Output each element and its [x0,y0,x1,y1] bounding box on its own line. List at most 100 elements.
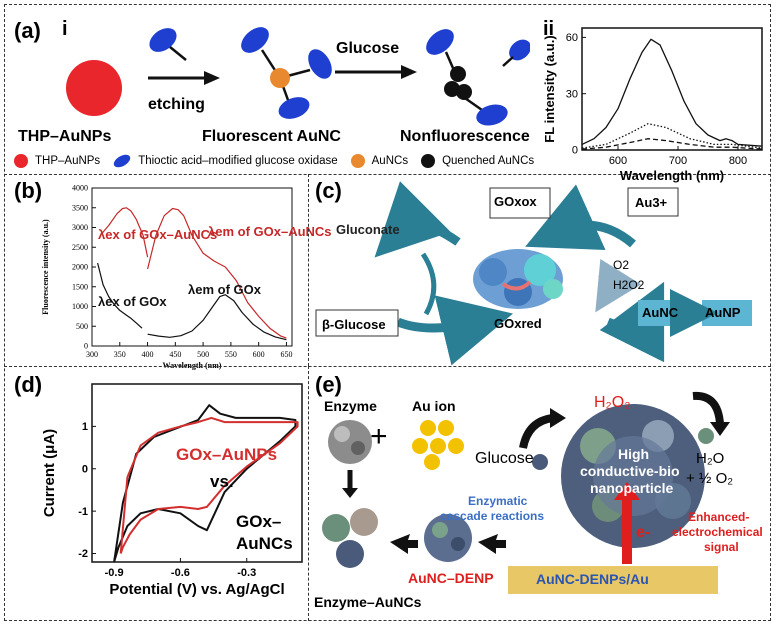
h2o2-label: H2O2 [613,278,645,292]
beta-glucose-label: β-Glucose [322,317,386,332]
y-tick-label: 2000 [72,263,88,272]
panel-a-scheme [66,27,530,126]
au-ion-icons [412,420,464,470]
panel-d-label: (d) [14,372,43,397]
panel-e-scheme [322,391,730,594]
series-line-0 [99,207,149,258]
gox-free-icon-2 [502,39,530,67]
o2-label: O2 [613,258,630,272]
x-tick-label: -0.9 [105,567,124,579]
glucose-arrow [335,65,417,79]
cycle-curve-left [420,252,437,316]
y-tick-label: 500 [76,322,88,331]
ann-ex-gox: λex of GOx [98,294,167,309]
legend-item-label: Quenched AuNCs [442,155,535,167]
y-tick-label: 1 [82,421,88,433]
y-tick-label: 1000 [72,302,88,311]
signal-label-3: signal [704,540,739,554]
aunc-label: AuNC [642,305,679,320]
ann-gox-auncs-1: GOx– [236,512,282,531]
legend-item-label: AuNCs [371,155,409,167]
h2o-label: H₂O [696,450,725,467]
small-particle-1 [532,454,548,470]
bio-label-3: nanoparticle [590,480,674,496]
plot-frame [581,27,763,151]
electrode-label: AuNC-DENPs/Au [536,571,649,587]
x-tick-label: 500 [197,350,209,359]
arrow-from-glucose [396,295,514,366]
arrow-from-au3 [525,184,636,251]
panel-b-label: (b) [14,178,43,203]
divider-de [308,366,309,621]
y-tick-label: 3000 [72,223,88,232]
y-tick-label: 0 [572,145,578,157]
gox-ox-label: GOxox [494,194,537,209]
enzyme-label: Enzyme [324,398,377,414]
y-axis-label: Fluorescence intensity (a.u.) [41,219,50,315]
divider-bc [308,174,309,366]
electron-arrow [622,496,632,564]
aunc-denp-label: AuNC–DENP [408,570,494,586]
x-tick-label: -0.6 [171,567,190,579]
blue-ellipse-icon [111,152,133,170]
signal-label-1: Enhanced- [688,510,750,524]
au3-box [627,187,679,217]
gluconate-label: Gluconate [336,222,400,237]
glucose-label: Glucose [336,40,400,57]
ann-vs: vs. [210,472,234,491]
gox-ox-box [489,187,551,219]
ann-gox-auncs-2: AuNCs [236,534,293,553]
gox-red-label: GOxred [494,316,542,331]
y-axis-label: FL intensity (a.u.) [542,35,557,142]
arrow-to-electrode [478,534,506,554]
stage-thp-aunps: THP–AuNPs [18,128,112,145]
x-tick-label: 800 [729,155,747,167]
plus-sign: + [370,420,388,453]
gox-free-icon [149,28,187,61]
au-electrode [508,566,718,594]
arrow-to-gluconate [374,181,461,258]
panel-c-label: (c) [315,178,342,203]
ann-ex-gox-auncs: λex of GOx–AuNCs [98,227,218,242]
panel-c-scheme [315,181,752,366]
h2o-out-arrow [692,391,724,425]
y-tick-label: 0 [84,342,88,351]
divider-a [4,174,771,175]
y-tick-label: -2 [78,548,88,560]
series-line-2 [97,262,143,329]
panel-a-legend: THP–AuNPs Thioctic acid–modified glucose… [14,152,535,170]
orange-circle-icon [350,154,365,168]
divider-b [4,366,771,367]
x-axis-label: Wavelength (nm) [620,168,724,183]
series-line-1 [147,207,287,339]
quenched-aunc-icon [426,29,508,126]
series-line-0 [581,38,763,147]
glucose-in-arrow [519,414,554,449]
enzyme-icon [328,420,372,464]
y-tick-label: 1500 [72,282,88,291]
legend-item-label: THP–AuNPs [35,155,101,167]
x-tick-label: 400 [142,350,154,359]
figure-frame [4,4,771,621]
enzyme-auncs-label: Enzyme–AuNCs [314,594,422,610]
bio-label-1: High [618,446,650,462]
h2o2-e-label: H₂O₂ [594,394,631,411]
series-line-2 [581,138,763,150]
au-ion-label: Au ion [412,398,456,414]
arrow-to-denp [390,534,418,554]
x-tick-label: 450 [169,350,181,359]
y-tick-label: -1 [78,506,88,518]
etching-label: etching [148,96,205,113]
panel-a-ii-label: ii [543,18,555,40]
x-tick-label: 550 [225,350,237,359]
aunp-label: AuNP [705,305,741,320]
x-tick-label: 300 [86,350,98,359]
x-tick-label: 600 [253,350,265,359]
x-tick-label: 700 [669,155,687,167]
x-tick-label: 600 [609,155,627,167]
x-tick-label: -0.3 [237,567,256,579]
series-line-3 [147,294,287,341]
